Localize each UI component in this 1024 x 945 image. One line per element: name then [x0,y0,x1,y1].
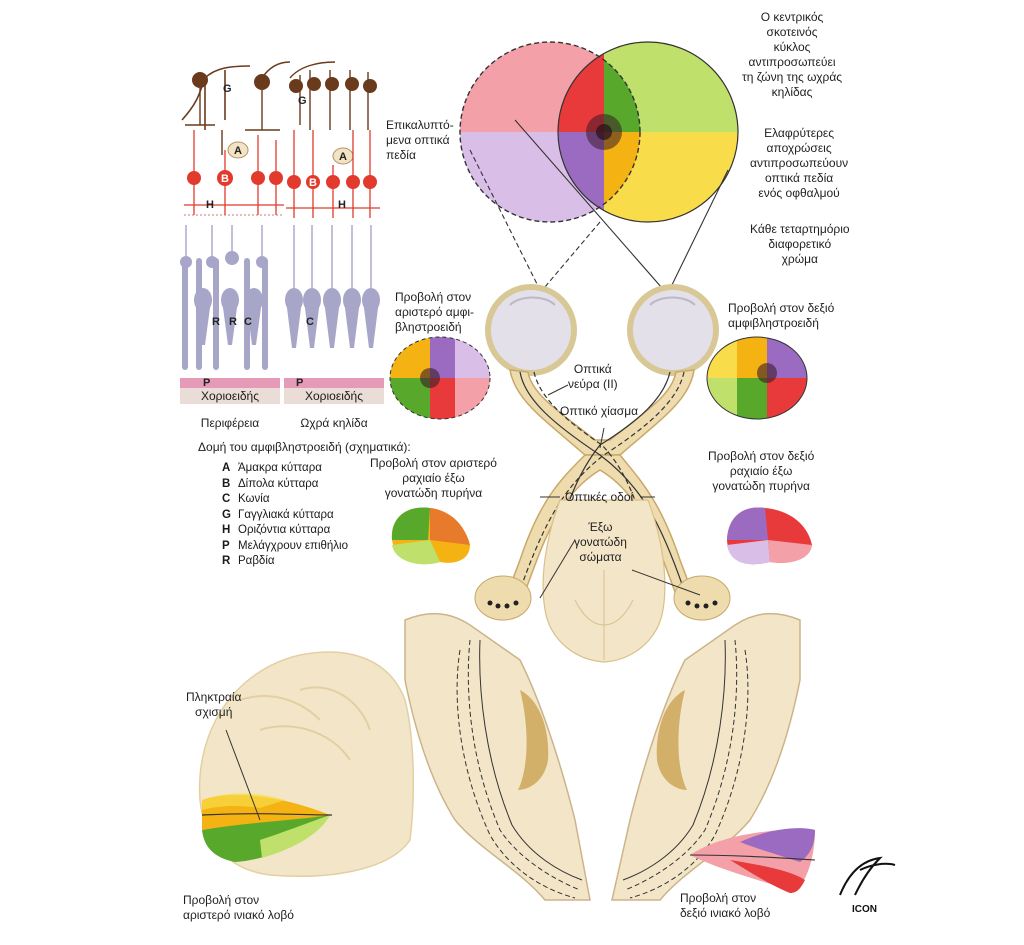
caption-macula: Ωχρά κηλίδα [300,416,368,430]
retina-structure-title: Δομή του αμφιβληστροειδή (σχηματικά): [198,440,411,454]
lateral-geniculate-bodies [474,575,731,621]
label-r1-left: R [212,316,220,328]
right-lgn-projection [727,507,812,565]
choroid-left-label: Χοριοειδής [201,389,259,403]
right-eyeball [627,284,719,376]
legend-row: G Γαγγλιακά κύτταρα [222,508,334,523]
legend-row: C Κωνία [222,492,269,507]
optic-nerves-label: Οπτικά νεύρα (II) [568,362,618,391]
label-c-left: C [244,316,252,328]
proj-right-occipital-label: Προβολή στον δεξιό ινιακό λοβό [680,891,771,920]
midbrain [542,499,666,663]
left-eyeball [485,284,577,376]
proj-left-retina-label: Προβολή στον αριστερό αμφι- βληστροειδή [395,290,475,334]
legend-row: P Μελάγχρουν επιθήλιο [222,539,348,554]
lighter-shades-label: Ελαφρύτερες αποχρώσεις αντιπροσωπεύουν ο… [750,126,849,200]
retina-periphery-section [180,61,291,404]
optic-pathway [504,369,696,606]
leader-lines [539,384,701,599]
left-retina-projection [389,336,491,420]
legend-row: A Άμακρα κύτταρα [222,461,322,476]
retina-macula-section [284,61,384,404]
legend-text: Γαγγλιακά κύτταρα [238,508,334,521]
label-a-right: A [339,151,347,163]
optic-chiasm-label: Οπτικό χίασμα [560,404,639,418]
legend-row: B Δίπολα κύτταρα [222,477,318,492]
legend-text: Κωνία [238,493,270,505]
label-b-right: B [309,177,317,189]
right-retina-projection [706,336,808,420]
legend-key: C [222,493,231,505]
legend-text: Δίπολα κύτταρα [238,477,319,490]
proj-left-occipital-label: Προβολή στον αριστερό ινιακό λοβό [183,893,294,922]
legend-text: Ραβδία [238,555,275,567]
label-h-right: H [338,199,346,211]
overlapping-fields-label: Επικαλυπτό- μενα οπτικά πεδία [386,118,454,162]
legend-key: B [222,477,231,490]
right-hemisphere-section [611,612,801,901]
proj-right-retina-label: Προβολή στον δεξιό αμφιβληστροειδή [728,301,835,330]
label-b-left: B [221,173,229,185]
label-p-right: P [296,377,303,389]
legend-key: G [222,508,231,521]
icon-logo: ICON [852,904,877,915]
lgn-bodies-label: Έξω γονατώδη σώματα [574,520,627,564]
proj-left-lgn-label: Προβολή στον αριστερό ραχιαίο έξω γονατώ… [370,456,497,500]
label-h-left: H [206,199,214,211]
overlapping-visual-fields [459,41,739,223]
label-g-left: G [223,83,232,95]
label-g-right: G [298,95,307,107]
legend-row: H Οριζόντια κύτταρα [222,523,330,538]
left-lgn-projection [391,507,470,565]
legend-text: Άμακρα κύτταρα [238,462,322,474]
legend-text: Μελάγχρουν επιθήλιο [238,539,348,552]
central-circle-label: Ο κεντρικός σκοτεινός κύκλος αντιπροσωπε… [742,10,843,99]
label-c-right: C [306,316,314,328]
each-quadrant-label: Κάθε τεταρτημόριο διαφορετικό χρώμα [750,222,850,266]
legend-text: Οριζόντια κύτταρα [238,524,331,536]
legend-key: R [222,555,231,567]
label-r2-left: R [229,316,237,328]
right-occipital-projection [689,828,816,893]
legend-key: H [222,524,231,536]
medial-brain-view [198,651,415,877]
legend-key: A [222,462,231,474]
calcarine-label: Πληκτραία σχισμή [186,690,242,719]
proj-right-lgn-label: Προβολή στον δεξιό ραχιαίο έξω γονατώδη … [708,449,815,493]
legend-key: P [222,539,230,552]
netter-signature: ICON [839,856,896,915]
choroid-right-label: Χοριοειδής [305,389,363,403]
caption-periphery: Περιφέρεια [200,416,260,430]
optic-tracts-label: Οπτικές οδοί [565,490,634,504]
label-p-left: P [203,377,210,389]
legend-row: R Ραβδία [222,554,275,569]
label-a-left: A [234,145,242,157]
left-hemisphere-section [404,612,591,901]
